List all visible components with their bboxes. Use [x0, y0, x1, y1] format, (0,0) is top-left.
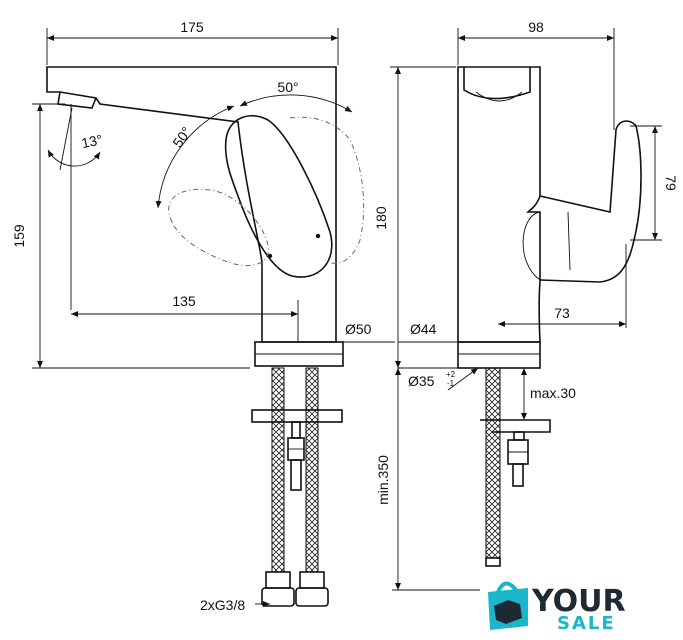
- hose-connector-2: [299, 571, 325, 589]
- faucet-body-side: [457, 66, 541, 343]
- dim-handle-height: 79: [663, 175, 679, 191]
- base-flange-side: [457, 341, 541, 369]
- angle-arc-top: [239, 94, 353, 113]
- dim-base-left: Ø50: [345, 321, 372, 337]
- lever-ghost-left: [168, 188, 269, 267]
- dim-connections: 2xG3/8: [200, 597, 245, 613]
- spout-aerator: [57, 91, 97, 109]
- angle-spout-label: 13°: [80, 131, 104, 151]
- angle-left-label: 50°: [169, 124, 194, 151]
- mounting-plate: [251, 409, 343, 423]
- dim-base-right: Ø44: [410, 321, 437, 337]
- front-view: 175 50° 50° 13° 159 135 Ø: [11, 19, 395, 613]
- side-view: 98 79 180 73 Ø44 Ø35 +2 -1: [373, 19, 679, 591]
- lever-handle: [224, 115, 333, 278]
- lever-side: [539, 120, 642, 283]
- dim-hose-length: min.350: [375, 455, 391, 505]
- logo-word-top: YOUR: [531, 584, 626, 619]
- dim-height-right: 180: [373, 206, 389, 230]
- lever-ghost-right: [289, 116, 365, 264]
- angle-arc-left: [155, 105, 235, 209]
- angle-arc-spout: [47, 149, 101, 167]
- dim-width-spout: 175: [180, 19, 204, 35]
- dim-max-thickness: max.30: [530, 385, 576, 401]
- hose-right: [485, 367, 501, 559]
- dim-offset-right: 73: [554, 305, 570, 321]
- hose-left-2: [305, 367, 319, 573]
- dim-height-left: 159: [11, 224, 27, 248]
- dim-hole-tol-minus: -1: [447, 379, 455, 388]
- hose-left-1: [271, 367, 285, 573]
- hose-connector-1: [265, 571, 291, 589]
- dim-depth-right: 98: [528, 19, 544, 35]
- aerator-side: [463, 67, 531, 100]
- dim-hole: Ø35: [408, 373, 435, 389]
- logo-word-bottom: SALE: [557, 613, 616, 634]
- dim-hole-tol-plus: +2: [446, 370, 456, 379]
- yoursale-logo: YOUR SALE: [488, 581, 626, 634]
- angle-top-label: 50°: [277, 79, 298, 95]
- dim-reach: 135: [172, 293, 196, 309]
- shopping-bag-hand-icon: [488, 581, 528, 630]
- faucet-body: [46, 66, 337, 343]
